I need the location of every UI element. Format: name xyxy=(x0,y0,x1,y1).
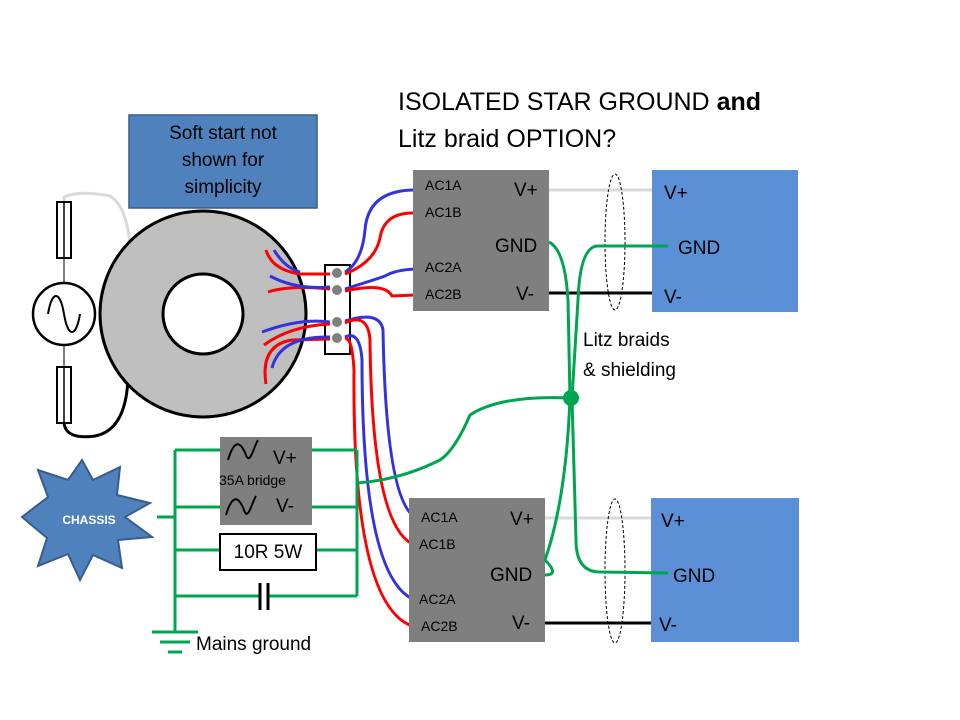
mains-return-wire xyxy=(62,377,130,439)
chassis-star: CHASSIS xyxy=(20,458,155,583)
resistor-label: 10R 5W xyxy=(234,542,303,563)
star-ground-wiring xyxy=(356,240,669,577)
load-vplus: V+ xyxy=(661,511,685,532)
diagram-title-bold: and xyxy=(717,88,761,116)
note-line-1: Soft start not xyxy=(169,123,277,144)
load-module-bottom: V+ GND V- xyxy=(651,498,799,642)
output-vminus: V- xyxy=(516,284,534,305)
pin-ac1b: AC1B xyxy=(419,536,456,552)
ground-network-wires xyxy=(152,448,359,654)
output-vplus: V+ xyxy=(514,180,538,201)
load-module-top: V+ GND V- xyxy=(652,170,798,312)
toroid-transformer xyxy=(98,209,308,419)
bridge-sine-icon xyxy=(225,495,257,516)
output-gnd: GND xyxy=(490,565,532,586)
diagram-title-line1: ISOLATED STAR GROUND and xyxy=(398,88,761,116)
output-vplus: V+ xyxy=(510,509,534,530)
mains-input xyxy=(31,191,132,439)
ac-source-sine-icon xyxy=(47,295,81,333)
litz-label-line1: Litz braids xyxy=(583,330,670,351)
load-vminus: V- xyxy=(664,287,682,308)
rectifier-module-bottom: AC1A AC1B AC2A AC2B V+ GND V- xyxy=(409,498,545,642)
bridge-vplus: V+ xyxy=(273,448,297,469)
diagram-title-line2: Litz braid OPTION? xyxy=(398,125,616,153)
toroid-hole xyxy=(161,272,245,356)
terminal-strip xyxy=(324,264,351,355)
note-box: Soft start not shown for simplicity xyxy=(128,114,318,209)
resistor: 10R 5W xyxy=(219,533,317,571)
pin-ac1a: AC1A xyxy=(421,509,458,525)
pin-ac1a: AC1A xyxy=(425,177,462,193)
note-line-3: simplicity xyxy=(184,177,262,198)
output-vminus: V- xyxy=(512,613,530,634)
pin-ac2b: AC2B xyxy=(425,286,462,302)
bridge-name: 35A bridge xyxy=(219,472,286,488)
pin-ac2a: AC2A xyxy=(419,591,456,607)
chassis-label: CHASSIS xyxy=(62,513,115,527)
diagram-title-plain: ISOLATED STAR GROUND xyxy=(398,88,717,116)
note-line-2: shown for xyxy=(182,150,265,171)
bridge-vminus: V- xyxy=(276,496,294,517)
load-vminus: V- xyxy=(659,615,677,636)
rectifier-module-top: AC1A AC1B AC2A AC2B V+ GND V- xyxy=(413,170,549,311)
pin-ac2b: AC2B xyxy=(421,618,458,634)
bridge-rectifier: V+ 35A bridge V- xyxy=(219,437,312,525)
mains-ground-label: Mains ground xyxy=(196,634,311,655)
secondary-wires xyxy=(261,249,331,385)
pin-ac1b: AC1B xyxy=(425,204,462,220)
shield-ellipse-top xyxy=(604,173,626,311)
litz-label-line2: & shielding xyxy=(583,360,676,381)
bridge-sine-icon xyxy=(227,439,259,461)
load-gnd: GND xyxy=(673,566,715,587)
output-gnd: GND xyxy=(495,236,537,257)
pin-ac2a: AC2A xyxy=(425,259,462,275)
star-ground-node xyxy=(563,390,579,406)
load-vplus: V+ xyxy=(664,183,688,204)
load-gnd: GND xyxy=(678,238,720,259)
mains-wire-gray xyxy=(62,191,132,245)
capacitor xyxy=(258,583,270,610)
